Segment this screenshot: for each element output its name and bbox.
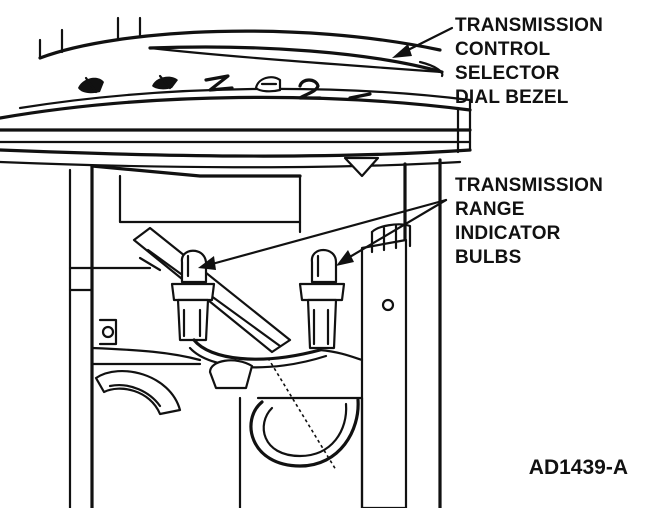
bulbs-callout-line-2: RANGE	[455, 199, 525, 220]
bulbs-callout-line-1: TRANSMISSION	[455, 175, 604, 196]
bulb-right-leader-line	[346, 198, 448, 260]
indicator-bulb-right	[298, 248, 346, 350]
bezel-leader-line	[402, 26, 454, 54]
bezel-leader-arrowhead	[392, 44, 412, 58]
bezel-callout-line-1: TRANSMISSION	[455, 15, 604, 36]
bulbs-callout-label: TRANSMISSION RANGE INDICATOR BULBS	[455, 174, 603, 270]
glyph-first-icon	[348, 92, 372, 100]
shift-gate-slot	[90, 362, 202, 416]
glyph-neutral-icon	[204, 74, 234, 92]
harness-loop	[208, 357, 364, 508]
selector-dial-bezel	[0, 16, 472, 178]
bezel-callout-line-3: SELECTOR	[455, 63, 560, 84]
bezel-callout-line-4: DIAL BEZEL	[455, 87, 569, 108]
bulbs-callout-line-3: INDICATOR	[455, 223, 561, 244]
figure-identifier: AD1439-A	[528, 456, 628, 479]
glyph-reverse-icon	[152, 74, 178, 90]
bulb-right-leader-arrowhead	[336, 250, 354, 266]
indicator-bulb-left	[170, 249, 216, 342]
bezel-callout-label: TRANSMISSION CONTROL SELECTOR DIAL BEZEL	[455, 14, 603, 110]
bulb-left-leader-arrowhead	[198, 256, 216, 270]
bulbs-callout-line-4: BULBS	[455, 247, 522, 268]
bulb-left-leader-line	[210, 198, 448, 266]
glyph-second-icon	[298, 78, 322, 100]
steering-column-housing	[68, 158, 442, 508]
glyph-park-icon	[78, 76, 104, 94]
glyph-drive-icon	[254, 76, 282, 93]
right-bracket-post	[360, 223, 412, 508]
range-position-glyphs	[78, 74, 372, 100]
bezel-callout-line-2: CONTROL	[455, 39, 551, 60]
leader-arrows	[198, 26, 454, 270]
